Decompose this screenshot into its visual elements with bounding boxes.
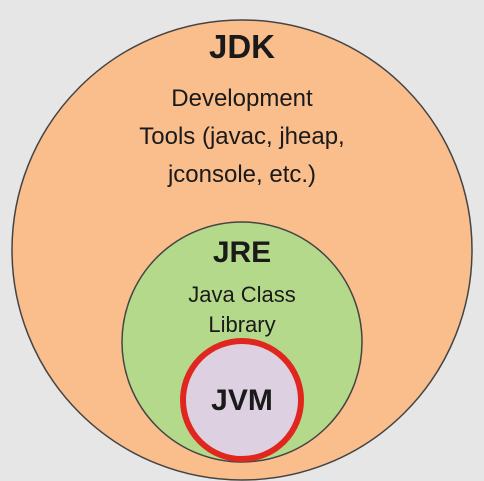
- jdk-description-line: jconsole, etc.): [167, 161, 317, 188]
- jre-description-line: Java Class: [188, 282, 296, 307]
- jdk-title: JDK: [208, 28, 276, 65]
- jre-title: JRE: [212, 236, 272, 269]
- jvm-circle: [180, 338, 304, 462]
- jdk-description: Development Tools (javac, jheap, jconsol…: [92, 80, 392, 194]
- jre-description: Java Class Library: [142, 280, 342, 340]
- jvm-title: JVM: [211, 384, 273, 417]
- jdk-description-line: Tools (javac, jheap,: [139, 123, 345, 150]
- jdk-description-line: Development: [171, 85, 313, 112]
- jre-description-line: Library: [208, 312, 276, 337]
